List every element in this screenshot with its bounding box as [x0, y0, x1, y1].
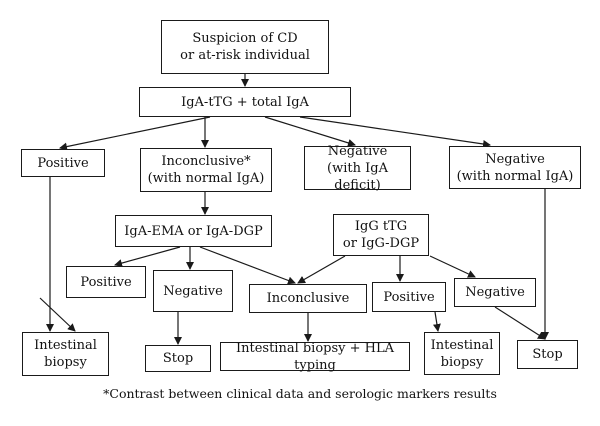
- inconclusive-box-2: Inconclusive: [249, 284, 367, 313]
- iga-ttg-label: IgA-tTG + total IgA: [181, 94, 309, 110]
- iga-ema-dgp-box: IgA-EMA or IgA-DGP: [115, 215, 272, 247]
- negative-normal-iga-label: Negative (with normal IgA): [456, 151, 574, 184]
- stop-box-1: Stop: [145, 345, 211, 372]
- arrow-igg-to-negative: [429, 255, 476, 278]
- igg-ttg-dgp-box: IgG tTG or IgG-DGP: [333, 214, 429, 256]
- inconclusive-label-1: Inconclusive* (with normal IgA): [147, 154, 265, 186]
- arrow-iga-ttg-to-negative-normal-iga: [299, 116, 491, 148]
- arrow-iga-ema-to-positive: [114, 246, 181, 267]
- positive-label-1: Positive: [37, 155, 89, 171]
- positive-box-1: Positive: [21, 149, 105, 177]
- igg-ttg-dgp-label: IgG tTG or IgG-DGP: [342, 219, 420, 251]
- negative-label-2: Negative: [163, 283, 223, 299]
- negative-normal-iga-box: Negative (with normal IgA): [449, 146, 581, 189]
- arrow-iga-ema-to-inconclusive: [199, 246, 296, 285]
- positive-box-3: Positive: [372, 282, 446, 312]
- intestinal-biopsy-box-1: Intestinal biopsy: [22, 332, 109, 376]
- arrow-negative-3-to-stop: [494, 306, 546, 340]
- arrow-positive-2-to-biopsy: [39, 297, 76, 332]
- negative-iga-deficit-box: Negative (with IgA deficit): [304, 144, 411, 193]
- suspicion-label: Suspicion of CD or at-risk individual: [180, 31, 310, 63]
- negative-box-2: Negative: [153, 270, 233, 312]
- biopsy-hla-label: Intestinal biopsy + HLA typing: [235, 340, 395, 373]
- negative-iga-deficit-label: Negative (with IgA deficit): [327, 143, 388, 193]
- inconclusive-box-1: Inconclusive* (with normal IgA): [140, 148, 272, 192]
- iga-ttg-box: IgA-tTG + total IgA: [139, 87, 351, 117]
- positive-box-2: Positive: [66, 266, 146, 298]
- intestinal-biopsy-box-2: Intestinal biopsy: [424, 332, 500, 375]
- stop-label-1: Stop: [162, 351, 194, 366]
- suspicion-box: Suspicion of CD or at-risk individual: [161, 20, 329, 74]
- intestinal-biopsy-label-2: Intestinal biopsy: [430, 337, 494, 370]
- positive-label-3: Positive: [383, 289, 435, 305]
- negative-box-3: Negative: [454, 278, 536, 307]
- negative-label-3: Negative: [465, 285, 525, 300]
- inconclusive-label-2: Inconclusive: [266, 291, 350, 306]
- arrow-iga-ttg-to-negative-iga-deficit: [264, 116, 356, 147]
- intestinal-biopsy-label-1: Intestinal biopsy: [34, 338, 97, 370]
- stop-label-2: Stop: [532, 347, 563, 362]
- footnote: *Contrast between clinical data and sero…: [103, 386, 497, 401]
- arrow-igg-to-inconclusive: [297, 255, 346, 284]
- stop-box-2: Stop: [517, 340, 578, 369]
- biopsy-hla-box: Intestinal biopsy + HLA typing: [220, 340, 410, 373]
- positive-label-2: Positive: [80, 274, 132, 290]
- iga-ema-dgp-label: IgA-EMA or IgA-DGP: [124, 223, 263, 239]
- arrow-iga-ttg-to-positive: [59, 116, 211, 151]
- arrow-positive-3-to-biopsy: [432, 311, 441, 332]
